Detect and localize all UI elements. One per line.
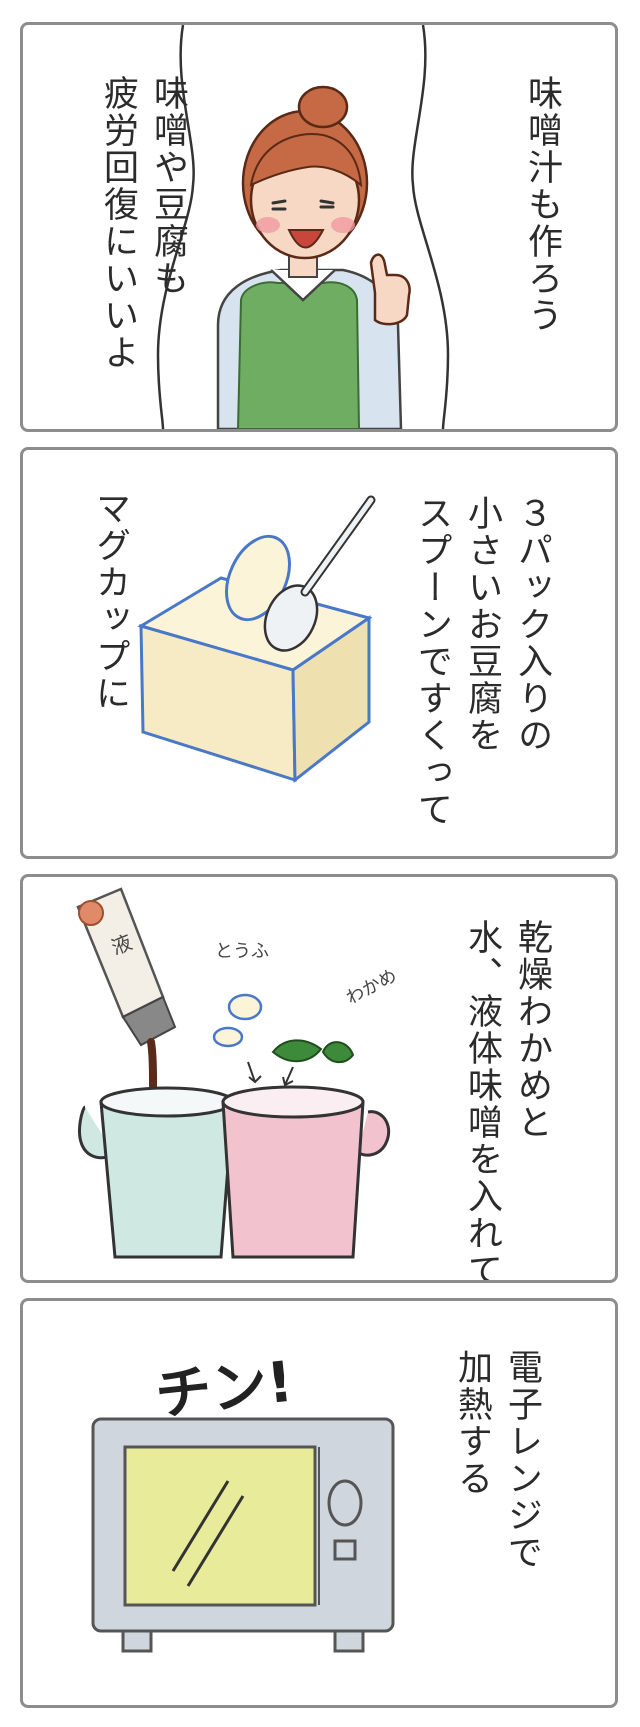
miso-bottle-icon: 液 (76, 887, 177, 1121)
tofu-spoon-icon (137, 495, 376, 784)
panel-4-right-text: 電子レンジで 加熱する (452, 1349, 542, 1571)
comic-panel-4: チン! 電子レンジで 加熱する (20, 1298, 618, 1708)
sound-effect-text: チン! (152, 1349, 296, 1429)
comic-panel-2: ３パック入りの 小さいお豆腐を スプーンですくって マグカップに (20, 447, 618, 859)
comic-panel-1: 味噌汁も作ろう 味噌や豆腐も 疲労回復にいいよ (20, 22, 618, 432)
panel-3-right-text: 乾燥わかめと 水、液体味噌を入れて (462, 919, 552, 1283)
panel-2-left-text: マグカップに (90, 490, 130, 712)
tofu-label: とうふ (215, 941, 269, 962)
microwave-icon (91, 1417, 395, 1653)
woman-thumbs-up-icon (156, 25, 450, 429)
mug-icon (78, 1086, 235, 1259)
panel-1-left-text: 味噌や豆腐も 疲労回復にいいよ (98, 75, 188, 371)
comic-panel-3: 液 とうふ わかめ 乾燥わかめと 水、液体味噌を入れて (20, 874, 618, 1283)
panel-1-right-text: 味噌汁も作ろう (522, 75, 562, 334)
mug-icon (221, 1085, 391, 1259)
panel-2-right-text: ３パック入りの 小さいお豆腐を スプーンですくって (412, 495, 552, 828)
